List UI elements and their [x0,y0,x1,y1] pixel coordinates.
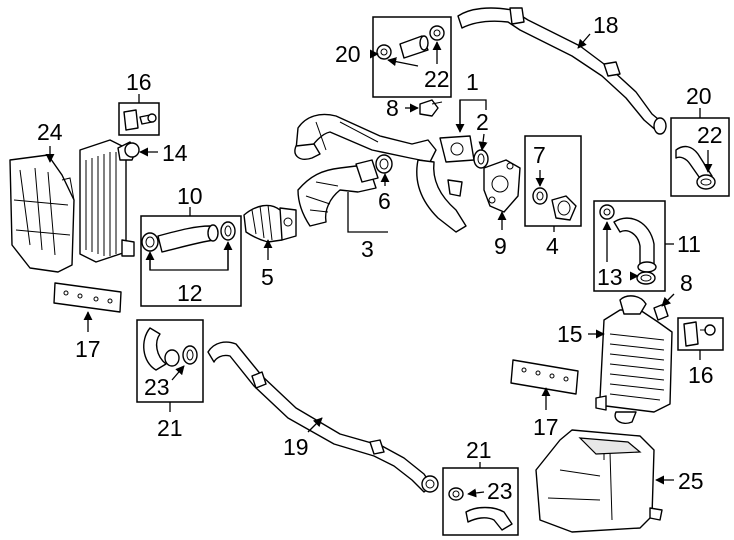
callout-2: 2 [476,109,489,135]
part-10-12-hose-kit [140,215,242,307]
part-1-main-pipe [294,113,475,233]
callout-25: 25 [678,468,704,494]
part-6-o-ring [375,154,393,174]
callout-12: 12 [177,280,203,306]
part-9-throttle-housing [483,159,521,213]
part-19-long-pipe-bottom [207,341,439,493]
callout-4: 4 [546,233,559,259]
leader-lines [45,33,713,498]
callout-22-right: 22 [697,122,723,148]
part-25-lower-shroud [535,429,663,533]
callout-8-top: 8 [386,95,399,121]
callout-13: 13 [597,264,623,290]
callout-14: 14 [162,140,188,166]
callout-16-right: 16 [688,362,714,388]
callout-9: 9 [494,233,507,259]
callout-8-right: 8 [680,270,693,296]
part-16-clip-left [118,102,160,136]
part-17-bracket-left [53,282,122,313]
part-5-flex-hose [243,204,297,243]
callout-16-left: 16 [126,69,152,95]
callout-23-bottom: 23 [487,478,513,504]
callout-15: 15 [557,321,583,347]
callout-21-left: 21 [157,415,183,441]
part-24-air-shroud [9,154,75,273]
part-14-intercooler-left [79,139,140,263]
callout-18: 18 [593,12,619,38]
part-15-intercooler-right [595,295,673,424]
callout-10: 10 [177,183,203,209]
callout-11: 11 [677,231,701,257]
part-8-clip-right [653,303,669,321]
part-20-22-hose-kit-top [372,16,452,98]
callout-23-left: 23 [144,374,170,400]
part-2-o-ring [473,149,489,169]
callout-17-left: 17 [75,336,101,362]
callout-20-top: 20 [335,41,361,67]
part-8-sensor-top [419,99,443,117]
part-3-air-pipe [297,159,379,227]
callout-3: 3 [361,236,374,262]
part-18-long-pipe-top [457,7,667,135]
part-16-clip-right [677,317,724,351]
part-4-7-elbow-kit [524,135,582,227]
callout-21-bottom: 21 [466,437,492,463]
callout-24: 24 [37,119,63,145]
callout-20-right: 20 [686,83,712,109]
callout-labels: 1 2 3 4 5 6 7 8 9 10 11 12 13 14 15 16 1… [37,12,723,504]
part-17-bracket-right [510,359,579,395]
callout-6: 6 [378,188,391,214]
callout-22-top: 22 [424,66,450,92]
callout-7: 7 [533,142,546,168]
callout-19: 19 [283,434,309,460]
callout-17-right: 17 [533,414,559,440]
callout-1: 1 [466,69,479,95]
callout-5: 5 [261,264,274,290]
part-11-13-hose-kit [593,200,666,292]
